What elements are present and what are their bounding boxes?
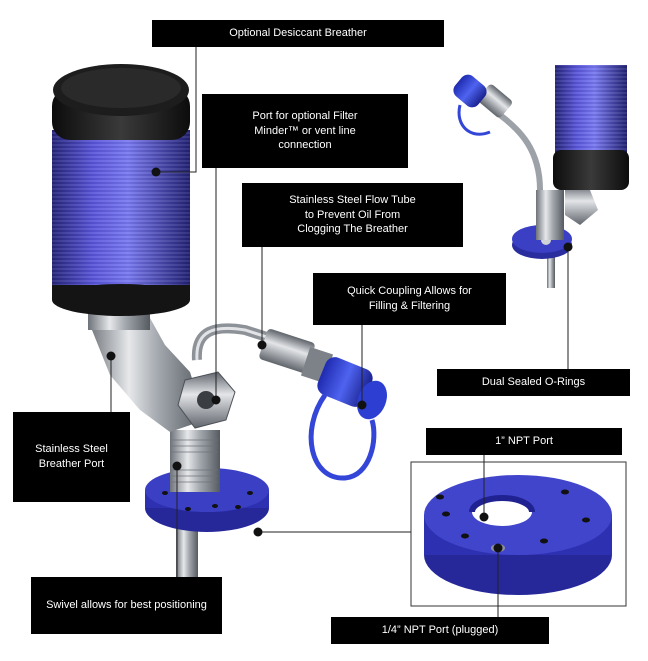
bullet-dot-icon (106, 167, 573, 553)
callout-line: Breather Port (38, 458, 105, 470)
callout-desiccant-breather: Optional Desiccant Breather (152, 20, 444, 47)
callout-breather-port: Stainless Steel Breather Port (13, 412, 130, 502)
callout-line: connection (278, 139, 332, 152)
callout-line: Port for optional Filter (252, 110, 358, 123)
leader-lines (110, 47, 569, 617)
callout-flow-tube: Stainless Steel Flow Tube to Prevent Oil… (242, 183, 463, 247)
callout-line: 1” NPT Port (495, 435, 553, 448)
callout-line: Stainless Steel (35, 443, 108, 456)
callout-quick-coupling: Quick Coupling Allows for Filling & Filt… (313, 273, 506, 325)
flange-detail-frame (410, 461, 627, 607)
callout-filter-port: Port for optional Filter Minder™ or vent… (202, 94, 408, 168)
callout-line: to Prevent Oil From (304, 208, 401, 221)
callout-line: Clogging The Breather (297, 223, 408, 236)
callout-npt-1in: 1” NPT Port (426, 428, 622, 455)
coupling-fitting (259, 329, 315, 373)
callout-npt-quarter: 1/4” NPT Port (plugged) (331, 617, 549, 644)
callout-line: Optional Desiccant Breather (229, 27, 367, 40)
callout-line: Minder™ or vent line (254, 124, 356, 137)
quick-coupling (308, 357, 387, 481)
desiccant-canister (52, 64, 190, 316)
breather-elbow (88, 318, 205, 432)
callout-line: Swivel allows for best positioning (46, 599, 207, 612)
callout-line: Dual Sealed O-Rings (481, 376, 586, 389)
callout-line: 1/4” NPT Port (plugged) (381, 624, 499, 637)
flange-detail (424, 475, 612, 595)
callout-line: Filling & Filtering (368, 300, 451, 312)
callout-swivel: Swivel allows for best positioning (31, 577, 222, 634)
callout-line: Stainless Steel Flow Tube (289, 194, 416, 207)
callout-line: Quick Coupling Allows for (347, 285, 472, 298)
callout-o-rings: Dual Sealed O-Rings (437, 369, 630, 396)
inset-assembly (453, 65, 629, 288)
